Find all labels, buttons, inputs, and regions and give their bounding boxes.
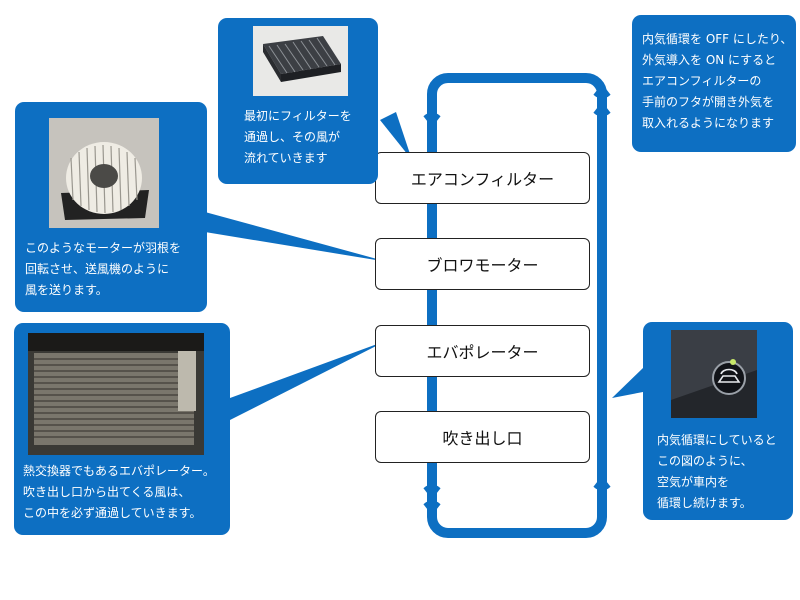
connector-blower: [205, 212, 388, 262]
circulation-loop: [427, 73, 607, 538]
recirculation-button-photo: [671, 330, 757, 418]
stage-evaporator: エバポレーター: [375, 325, 590, 377]
car-recirculation-icon: [717, 368, 741, 383]
stage-air-filter: エアコンフィルター: [375, 152, 590, 204]
callout-evaporator: 熱交換器でもあるエバポレーター。 吹き出し口から出てくる風は、 この中を必ず通過…: [14, 323, 230, 535]
connector-filter: [380, 112, 412, 160]
arrow-up-icon: [593, 83, 611, 490]
connector-evaporator: [230, 340, 388, 420]
callout-filter: 最初にフィルターを 通過し、その風が 流れていきます: [218, 18, 378, 184]
connector-recirculation: [612, 368, 643, 398]
callout-blower-text: このようなモーターが羽根を 回転させ、送風機のように 風を送ります。: [25, 241, 182, 297]
callout-recirculation: 内気循環にしていると この図のように、 空気が車内を 循環し続けます。: [643, 322, 793, 520]
stage-evaporator-label: エバポレーター: [426, 343, 539, 362]
callout-recirculation-text: 内気循環にしていると この図のように、 空気が車内を 循環し続けます。: [657, 433, 777, 510]
stage-blower-motor-label: ブロワモーター: [426, 256, 539, 275]
stage-outlet: 吹き出し口: [375, 411, 590, 463]
stage-air-filter-label: エアコンフィルター: [410, 170, 555, 189]
callout-filter-text: 最初にフィルターを 通過し、その風が 流れていきます: [244, 109, 352, 165]
stage-blower-motor: ブロワモーター: [375, 238, 590, 290]
cabin-air-filter-photo: [253, 26, 348, 96]
evaporator-core-photo: [28, 333, 204, 455]
callout-outside-air: 内気循環を OFF にしたり、 外気導入を ON にすると エアコンフィルターの…: [632, 15, 796, 152]
blower-fan-photo: [49, 118, 159, 228]
stage-outlet-label: 吹き出し口: [442, 429, 523, 448]
callout-blower: このようなモーターが羽根を 回転させ、送風機のように 風を送ります。: [15, 102, 207, 312]
arrow-down-icon: [423, 113, 441, 500]
arrow-down-icon: [423, 501, 441, 516]
callout-outside-air-text: 内気循環を OFF にしたり、 外気導入を ON にすると エアコンフィルターの…: [642, 32, 793, 130]
callout-evaporator-text: 熱交換器でもあるエバポレーター。 吹き出し口から出てくる風は、 この中を必ず通過…: [23, 464, 215, 520]
